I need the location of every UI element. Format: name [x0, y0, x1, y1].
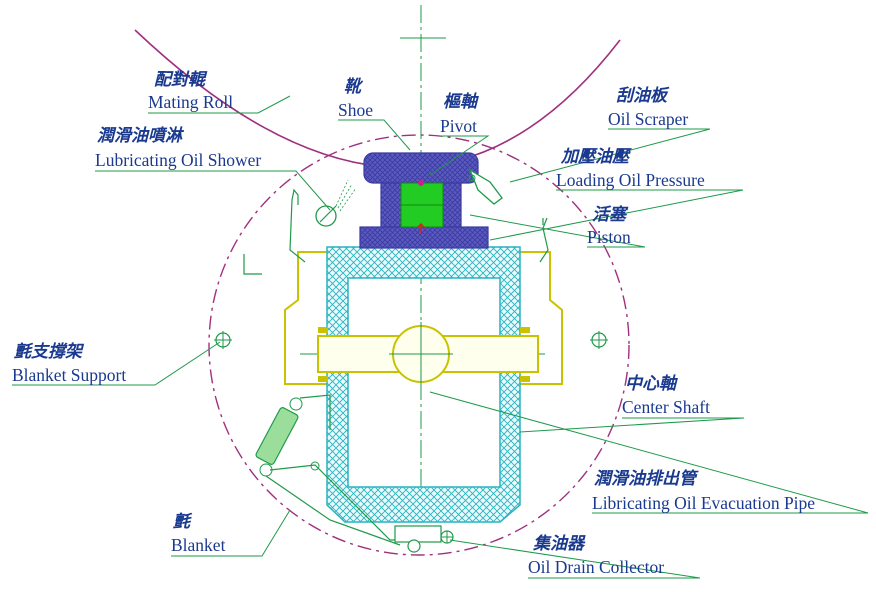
svg-text:Shoe: Shoe [338, 100, 373, 120]
svg-text:Oil Drain Collector: Oil Drain Collector [528, 557, 664, 577]
svg-text:Pivot: Pivot [440, 116, 477, 136]
shoe-base [359, 226, 489, 249]
blanket-dashed-circle [208, 134, 630, 556]
svg-text:氈: 氈 [173, 512, 193, 532]
svg-text:Libricating Oil Evacuation Pip: Libricating Oil Evacuation Pipe [592, 493, 815, 513]
label-blanket-support: 氈支撐架 Blanket Support [12, 342, 126, 385]
svg-text:Lubricating Oil Shower: Lubricating Oil Shower [95, 150, 261, 170]
oil-scraper [468, 168, 503, 205]
left-hook [289, 188, 306, 263]
svg-text:加壓油壓: 加壓油壓 [560, 147, 632, 167]
svg-text:活塞: 活塞 [592, 205, 629, 225]
shoe-block [363, 152, 479, 184]
right-hook [539, 217, 549, 263]
oil-drain-collector [394, 525, 454, 553]
label-oil-drain-collector: 集油器 Oil Drain Collector [528, 534, 664, 577]
svg-text:潤滑油排出管: 潤滑油排出管 [594, 469, 699, 489]
label-piston: 活塞 Piston [587, 205, 631, 247]
svg-text:Blanket: Blanket [171, 535, 226, 555]
label-pivot: 樞軸 Pivot [440, 92, 479, 136]
blanket-support-mark-left [214, 331, 232, 349]
label-center-shaft: 中心軸 Center Shaft [622, 374, 710, 417]
svg-text:Oil Scraper: Oil Scraper [608, 109, 688, 129]
label-oil-scraper: 刮油板 Oil Scraper [608, 86, 688, 129]
label-lubricating-oil-shower: 潤滑油噴淋 Lubricating Oil Shower [95, 126, 261, 170]
svg-text:氈支撐架: 氈支撐架 [14, 342, 85, 362]
label-mating-roll: 配對輥 Mating Roll [148, 70, 233, 112]
svg-text:Loading Oil Pressure: Loading Oil Pressure [556, 170, 705, 190]
label-evacuation-pipe: 潤滑油排出管 Libricating Oil Evacuation Pipe [592, 469, 815, 513]
blanket-tension-cylinder [255, 394, 450, 546]
svg-text:中心軸: 中心軸 [625, 374, 678, 394]
svg-text:Mating Roll: Mating Roll [148, 92, 233, 112]
label-shoe: 靴 Shoe [338, 77, 373, 120]
leader-lines [12, 95, 869, 579]
svg-text:Piston: Piston [587, 227, 631, 247]
support-shell-left [284, 251, 330, 385]
svg-text:潤滑油噴淋: 潤滑油噴淋 [97, 126, 185, 146]
label-blanket: 氈 Blanket [171, 512, 226, 555]
svg-text:配對輥: 配對輥 [154, 70, 208, 90]
label-loading-oil-pressure: 加壓油壓 Loading Oil Pressure [556, 147, 705, 190]
svg-text:刮油板: 刮油板 [616, 86, 670, 106]
svg-text:樞軸: 樞軸 [443, 92, 479, 112]
svg-text:Center Shaft: Center Shaft [622, 397, 710, 417]
blanket-support-mark-right [590, 331, 608, 349]
center-beam-hatched [326, 246, 521, 523]
svg-text:靴: 靴 [344, 77, 364, 97]
svg-text:Blanket Support: Blanket Support [12, 365, 126, 385]
support-shell-right [518, 251, 563, 385]
svg-text:集油器: 集油器 [532, 534, 586, 554]
